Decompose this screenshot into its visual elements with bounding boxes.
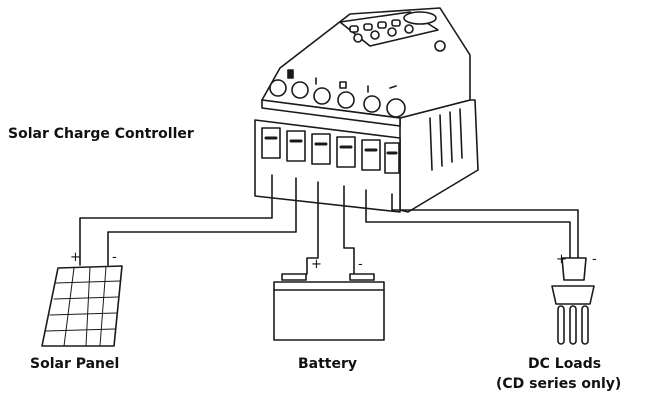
charge-controller (254, 7, 479, 213)
terminal-block (261, 127, 400, 174)
dc-load-bulb (551, 257, 595, 345)
battery-drawing (273, 273, 385, 341)
battery-plus-sign: + (311, 257, 322, 272)
load-minus-sign: - (592, 252, 597, 267)
dc-loads-sublabel: (CD series only) (496, 376, 622, 392)
battery-minus-sign: - (358, 257, 363, 272)
load-plus-sign: + (556, 252, 567, 267)
solar-minus-sign: - (112, 250, 117, 265)
solar-panel-label: Solar Panel (30, 356, 120, 372)
wires (79, 174, 579, 275)
solar-panel (41, 265, 123, 347)
top-buttons (349, 19, 446, 52)
battery-label: Battery (298, 356, 358, 372)
controller-label: Solar Charge Controller (8, 126, 194, 142)
dc-loads-label: DC Loads (528, 356, 602, 372)
front-buttons (269, 69, 406, 118)
solar-plus-sign: + (70, 250, 81, 265)
